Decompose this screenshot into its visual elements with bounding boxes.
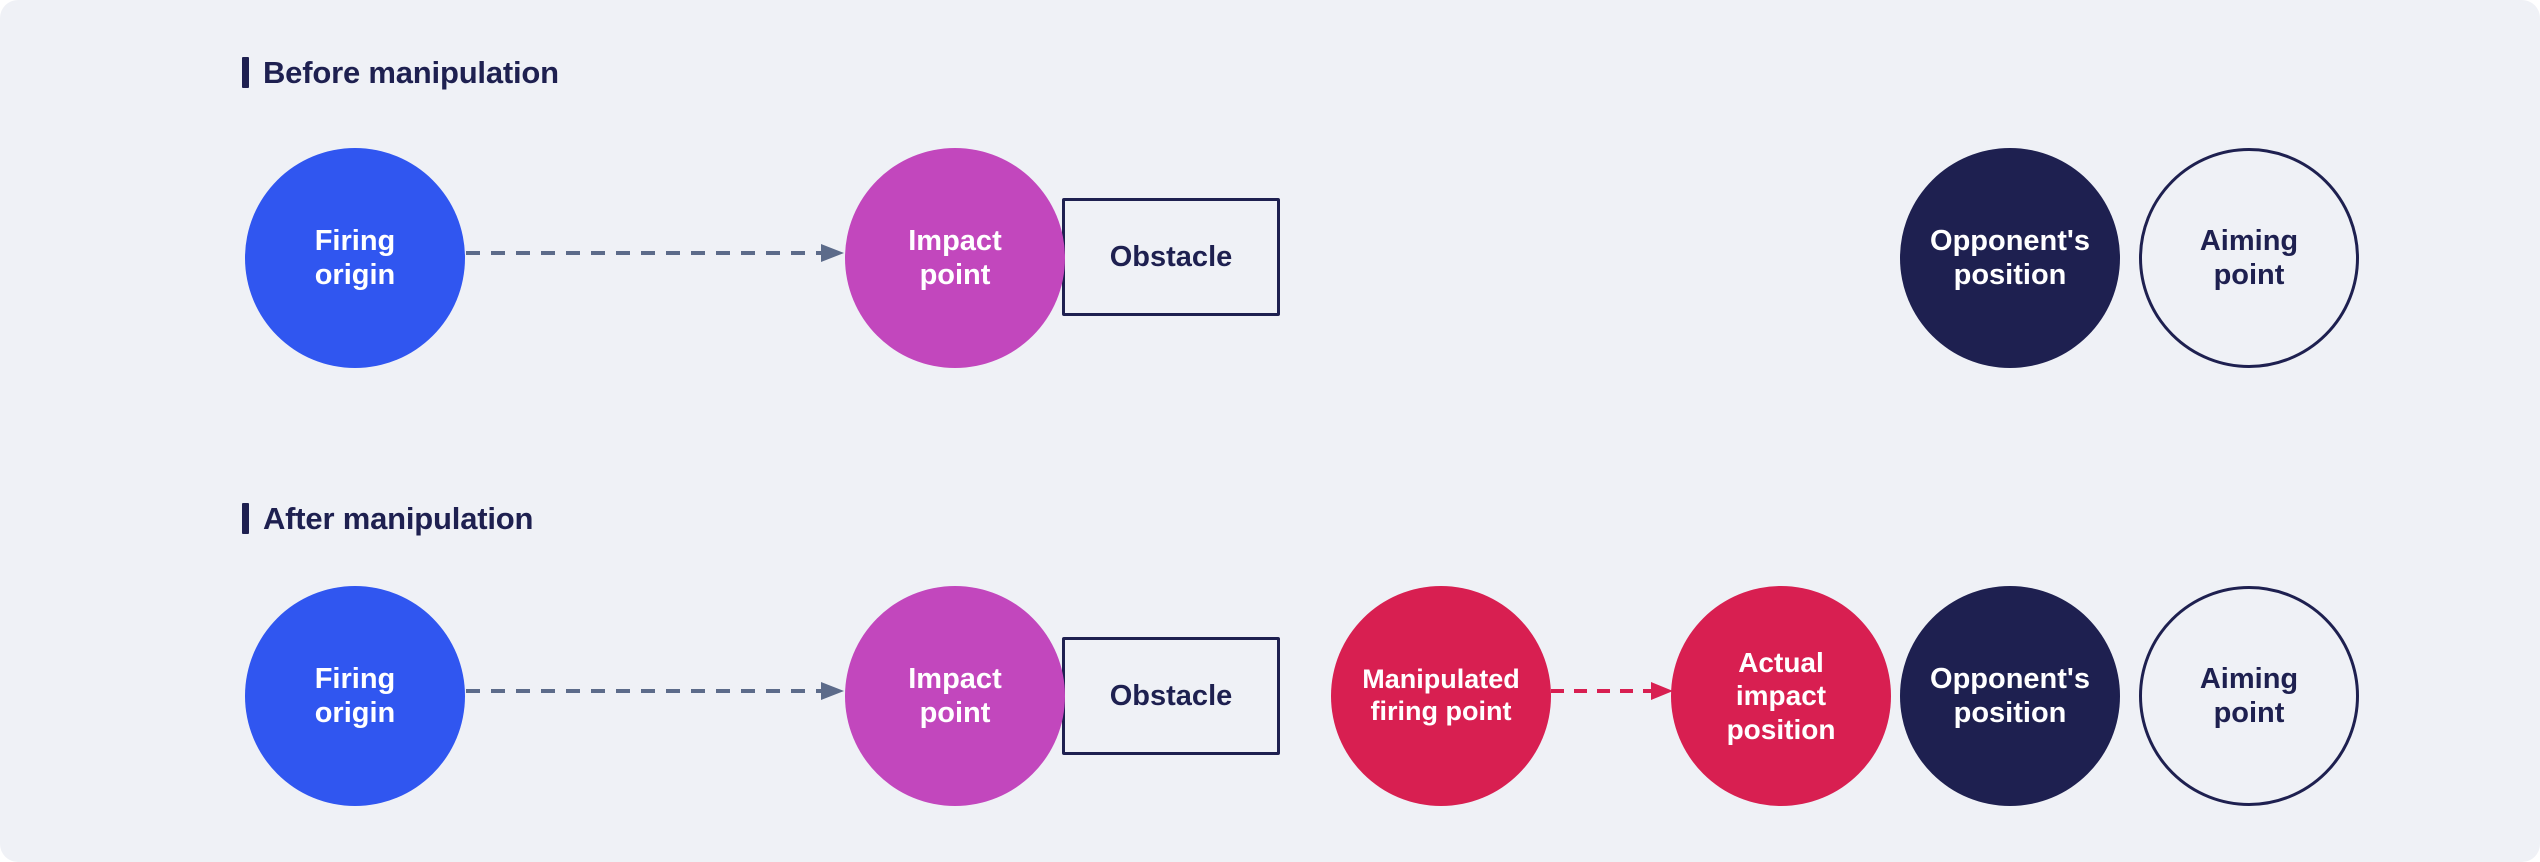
node-opponents-position-before[interactable]: Opponent's position (1900, 148, 2120, 368)
node-opponents-position-after-label: Opponent's position (1930, 662, 2090, 729)
node-impact-point-before[interactable]: Impact point (845, 148, 1065, 368)
node-obstacle-before-label: Obstacle (1109, 240, 1233, 273)
node-aiming-point-after-label: Aiming point (2199, 662, 2299, 729)
node-aiming-point-after[interactable]: Aiming point (2139, 586, 2359, 806)
node-opponents-position-after[interactable]: Opponent's position (1900, 586, 2120, 806)
node-impact-point-after-label: Impact point (908, 662, 1002, 729)
node-obstacle-after-label: Obstacle (1109, 679, 1233, 712)
section-heading-before: Before manipulation (242, 57, 559, 88)
node-firing-origin-before-label: Firing origin (314, 224, 396, 291)
node-manipulated-firing-point[interactable]: Manipulated firing point (1331, 586, 1551, 806)
node-impact-point-after[interactable]: Impact point (845, 586, 1065, 806)
node-aiming-point-before[interactable]: Aiming point (2139, 148, 2359, 368)
heading-accent-bar (242, 503, 249, 534)
node-obstacle-after[interactable]: Obstacle (1062, 637, 1280, 755)
section-heading-before-label: Before manipulation (263, 55, 559, 90)
connector-firing-origin-to-impact-point-after (466, 681, 846, 701)
node-aiming-point-before-label: Aiming point (2199, 224, 2299, 291)
heading-accent-bar (242, 57, 249, 88)
node-actual-impact-position[interactable]: Actual impact position (1671, 586, 1891, 806)
node-opponents-position-before-label: Opponent's position (1930, 224, 2090, 291)
node-impact-point-before-label: Impact point (908, 224, 1002, 291)
node-firing-origin-after-label: Firing origin (314, 662, 396, 729)
section-heading-after-label: After manipulation (263, 501, 534, 536)
node-firing-origin-before[interactable]: Firing origin (245, 148, 465, 368)
section-heading-after: After manipulation (242, 503, 533, 534)
node-actual-impact-position-label: Actual impact position (1726, 647, 1836, 745)
node-manipulated-firing-point-label: Manipulated firing point (1362, 664, 1520, 726)
connector-manipulated-firing-point-to-actual-impact (1551, 681, 1675, 701)
node-firing-origin-after[interactable]: Firing origin (245, 586, 465, 806)
node-obstacle-before[interactable]: Obstacle (1062, 198, 1280, 316)
connector-firing-origin-to-impact-point-before (466, 243, 846, 263)
